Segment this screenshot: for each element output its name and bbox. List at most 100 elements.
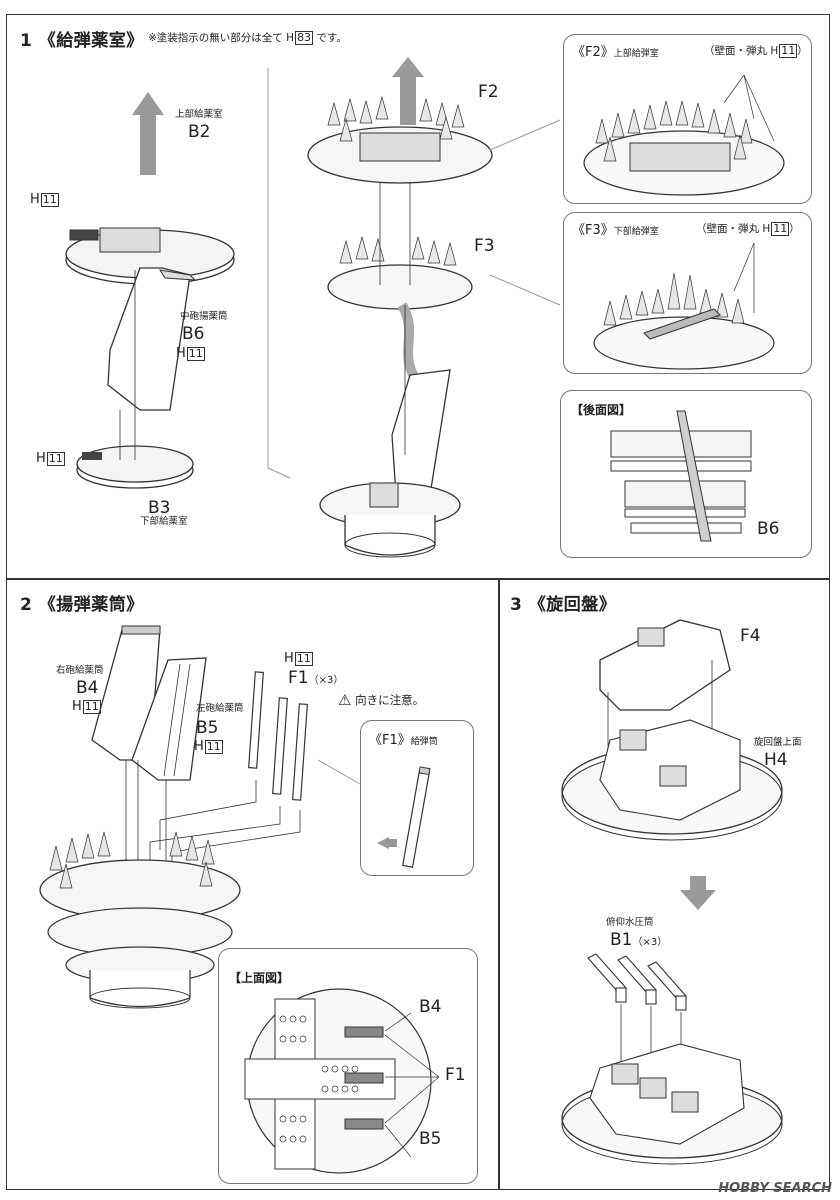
watermark: HOBBY SEARCH [718, 1181, 832, 1196]
b6-label: B6 [182, 324, 205, 344]
down-arrow-icon [680, 876, 716, 910]
b5-sublabel: 左砲給薬筒 [196, 703, 244, 714]
step3-top-drawing [561, 619, 783, 841]
f2-callout-h-prefix: H [770, 45, 779, 57]
b1-quantity: （×3） [632, 937, 668, 948]
step3-heading: 3 《旋回盤》 [510, 590, 616, 615]
step1-title: 《給弾薬室》 [38, 31, 144, 51]
f3-callout-note-text: （壁面・弾丸 [696, 223, 759, 235]
f1-detail-drawing [377, 766, 431, 868]
step3-title: 《旋回盤》 [528, 595, 617, 615]
step3-panel [498, 578, 830, 1190]
b5-h-prefix: H [194, 739, 204, 754]
caution-text: 向きに注意。 [355, 692, 425, 707]
b5-h-box: 11 [204, 740, 223, 754]
b2-sublabel: 上部給薬室 [175, 109, 223, 120]
h4-label: H4 [764, 750, 788, 770]
f1-quantity: （×3） [308, 675, 344, 686]
f1-callout-connector [317, 759, 361, 785]
f2-label: F2 [478, 82, 499, 102]
b6-sublabel: 中砲揚薬筒 [180, 311, 228, 322]
f2-detail-drawing [583, 74, 785, 196]
step1-callout-connectors [489, 119, 561, 306]
f2-callout-small: 上部給弾室 [613, 49, 659, 59]
f3-callout-close: ） [789, 223, 800, 235]
step1-center-assembly [307, 57, 493, 558]
step3-number: 3 [510, 595, 523, 615]
b1-label: B1（×3） [610, 932, 667, 949]
top-view-f1-label: F1 [445, 1065, 466, 1085]
f1-label: F1（×3） [288, 670, 343, 687]
caution-note: ⚠ 向きに注意。 [338, 692, 424, 709]
f1-h-prefix: H [284, 651, 294, 666]
b3-h-prefix: H [36, 451, 46, 466]
f2-callout-h-box: 11 [779, 44, 798, 58]
step2-main-drawing [39, 625, 308, 1009]
step1-note-suffix: です。 [316, 32, 347, 44]
top-view-drawing [244, 988, 440, 1174]
f1-callout-title-text: 《F1》 [369, 733, 411, 748]
top-view-b5-label: B5 [419, 1129, 442, 1149]
rear-view-title: 【後面図】 [571, 403, 632, 417]
f3-callout-title: 《F3》下部給弾室 [572, 219, 659, 238]
f1-h-box: 11 [294, 652, 313, 666]
top-view-b4-label: B4 [419, 997, 442, 1017]
step2-title: 《揚弾薬筒》 [38, 595, 144, 615]
step1-heading: 1 《給弾薬室》 [20, 26, 144, 51]
b6-h-prefix: H [176, 346, 186, 361]
b2-label: B2 [188, 122, 211, 142]
f3-callout-title-text: 《F3》 [572, 223, 614, 238]
b4-h-box: 11 [82, 700, 101, 714]
step1-note-code-prefix: H [286, 32, 295, 44]
f1-callout: 《F1》給弾筒 [360, 720, 474, 876]
f3-label: F3 [474, 236, 495, 256]
f3-callout-h-box: 11 [771, 222, 790, 236]
step1-left-assembly [65, 92, 235, 489]
b6-h-box: 11 [186, 347, 205, 361]
step2-heading: 2 《揚弾薬筒》 [20, 590, 144, 615]
step1-note-code: 83 [295, 31, 314, 45]
h11-left-box: 11 [40, 193, 59, 207]
f3-detail-drawing [593, 242, 775, 370]
b3-sublabel: 下部給薬室 [140, 516, 188, 527]
top-view-callout: 【上面図】 B4 F1 B5 [218, 948, 478, 1184]
rear-view-drawing [610, 410, 752, 542]
f2-callout-close: ） [797, 45, 808, 57]
h4-sublabel: 旋回盤上面 [754, 737, 802, 748]
b3-h-box: 11 [46, 452, 65, 466]
b4-label: B4 [76, 678, 99, 698]
f3-callout-h-prefix: H [762, 223, 771, 235]
warning-icon: ⚠ [338, 691, 352, 709]
step1-number: 1 [20, 31, 33, 51]
f3-callout-small: 下部給弾室 [613, 227, 659, 237]
b1-sublabel: 俯仰水圧筒 [606, 917, 654, 928]
rear-view-callout: 【後面図】 B6 [560, 390, 812, 558]
f1-callout-title: 《F1》給弾筒 [369, 729, 438, 748]
b4-h-prefix: H [72, 699, 82, 714]
f1-label-text: F1 [288, 668, 309, 688]
f1-callout-small: 給弾筒 [410, 737, 438, 747]
step2-number: 2 [20, 595, 33, 615]
f2-callout-title: 《F2》上部給弾室 [572, 41, 659, 60]
step1-panel [6, 14, 830, 580]
h11-left-prefix: H [30, 192, 40, 207]
b4-sublabel: 右砲給薬筒 [56, 665, 104, 676]
b1-label-text: B1 [610, 930, 633, 950]
f2-callout-title-text: 《F2》 [572, 45, 614, 60]
b3-label: B3 [148, 498, 171, 518]
f4-label: F4 [740, 626, 761, 646]
b5-label: B5 [196, 718, 219, 738]
f2-callout-note-text: （壁面・弾丸 [704, 45, 767, 57]
step1-note-text: ※塗装指示の無い部分は全て [148, 32, 283, 44]
step3-bottom-drawing [561, 953, 783, 1165]
